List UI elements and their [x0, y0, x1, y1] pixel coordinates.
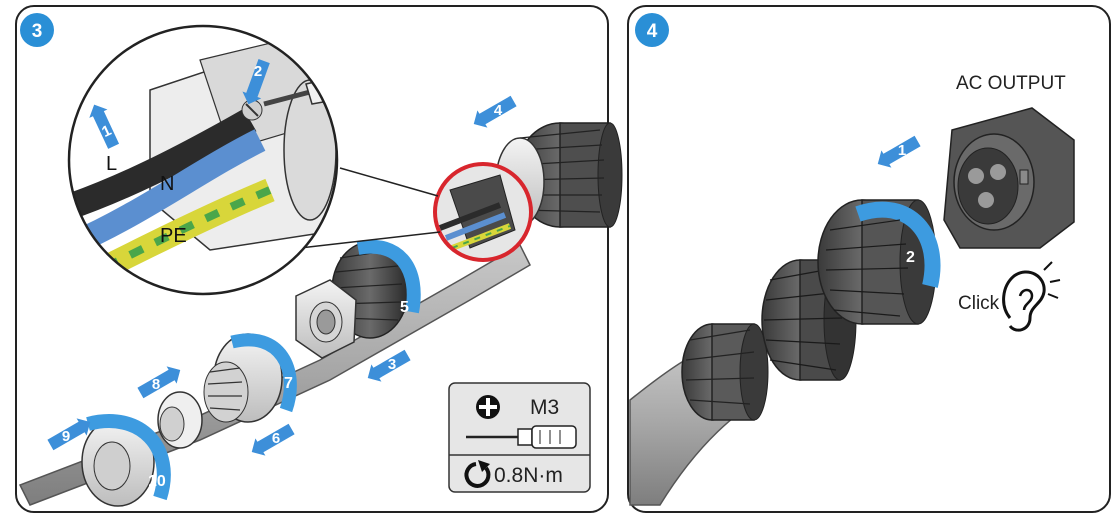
step-arrows-left: 1 2 3 4 5 6 7 8 9 10: [47, 59, 517, 490]
svg-text:4: 4: [494, 102, 503, 119]
ac-output-label: AC OUTPUT: [956, 73, 1066, 94]
clamp-ring: [203, 333, 297, 423]
spec-box: M3 0.8N·m: [448, 382, 591, 493]
coupling-nut-right: [817, 199, 941, 325]
step-arrow-right-1: 1: [877, 135, 921, 168]
phillips-head-icon: [476, 395, 500, 419]
click-label: Click: [958, 293, 1000, 314]
grommet: [157, 391, 203, 449]
step-badge-3: 3: [20, 13, 54, 47]
step-arrows-right: 1 2: [877, 135, 921, 266]
svg-text:8: 8: [152, 376, 160, 393]
ear-icon: [1002, 261, 1061, 332]
step-arrow-right-2: 2: [906, 249, 915, 266]
wire-labels: L N PE: [106, 153, 187, 247]
svg-text:6: 6: [272, 430, 280, 447]
svg-text:9: 9: [62, 428, 70, 445]
step-arrow-4: 4: [473, 95, 517, 128]
zoom-detail: [67, 24, 339, 296]
step-arrow-1: 1: [89, 104, 120, 149]
wire-label-earth: PE: [160, 225, 187, 247]
svg-text:2: 2: [254, 63, 262, 80]
wire-label-live: L: [106, 153, 117, 175]
highlight-ring: [299, 162, 533, 262]
connector-assembly-left: [18, 122, 623, 507]
torque-label: 0.8N·m: [494, 464, 563, 487]
ac-output-port: [943, 107, 1075, 249]
end-nut: [81, 414, 171, 507]
svg-text:3: 3: [32, 21, 43, 42]
step-arrow-6: 6: [251, 423, 295, 456]
step-arrow-5: 5: [400, 299, 409, 316]
step-arrow-7: 7: [284, 375, 293, 392]
svg-text:3: 3: [388, 356, 396, 373]
end-nut-right: [681, 323, 769, 421]
sealing-nut-right: [761, 259, 857, 381]
step-arrow-8: 8: [137, 366, 181, 399]
step-badge-4: 4: [635, 13, 669, 47]
torque-rotate-icon: [464, 460, 491, 488]
connector-assembly-right: [629, 107, 1075, 506]
step-arrow-3: 3: [367, 349, 411, 382]
step-arrow-10: 10: [148, 473, 166, 490]
screw-size-label: M3: [530, 396, 559, 419]
svg-text:4: 4: [647, 21, 658, 42]
step-arrow-9: 9: [47, 418, 91, 451]
step-arrow-2: 2: [242, 59, 270, 105]
wire-label-neutral: N: [160, 173, 174, 195]
screwdriver-icon: [466, 425, 577, 449]
hex-body: [295, 279, 357, 359]
svg-text:1: 1: [898, 142, 906, 159]
